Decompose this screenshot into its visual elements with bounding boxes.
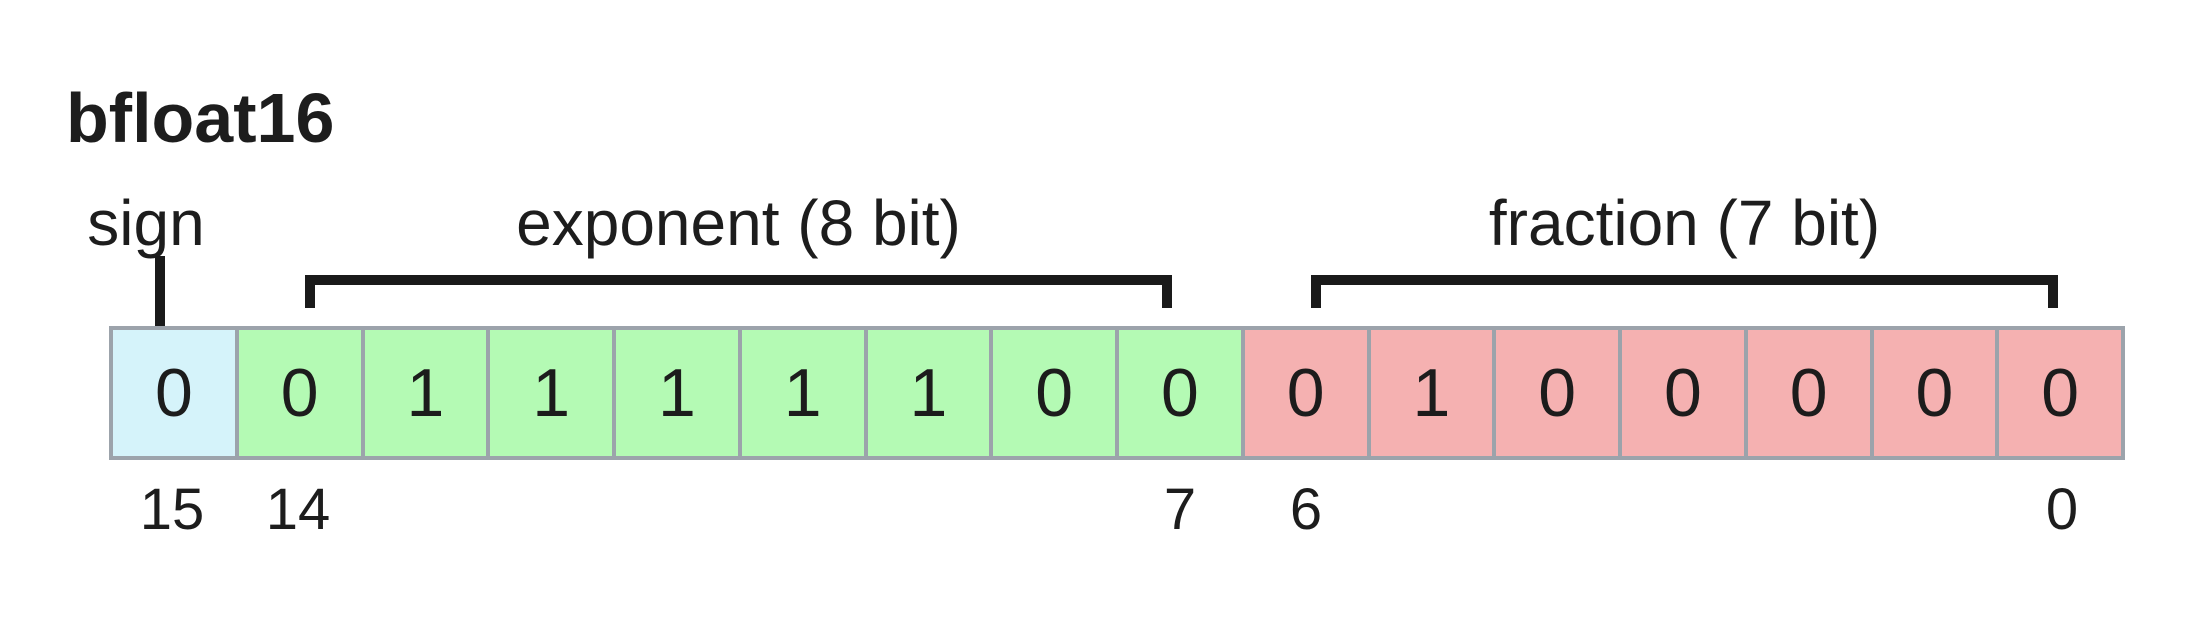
bit-cell-exponent: 0: [1115, 330, 1241, 456]
sign-field-label: sign: [87, 187, 205, 259]
bit-index-label: 7: [1163, 477, 1197, 542]
bit-cell-sign: 0: [113, 330, 235, 456]
bit-cell-exponent: 1: [360, 330, 487, 456]
bit-cell-fraction: 0: [1743, 330, 1870, 456]
bit-index-label: 15: [139, 477, 205, 542]
bit-cell-exponent: 1: [863, 330, 990, 456]
bit-cell-fraction: 1: [1366, 330, 1493, 456]
bit-cell-fraction: 0: [1492, 330, 1618, 456]
bit-index-label: 6: [1289, 477, 1323, 542]
exponent-field-label: exponent (8 bit): [516, 187, 961, 259]
diagram-title: bfloat16: [66, 79, 335, 157]
bit-cell-fraction: 0: [1995, 330, 2121, 456]
bit-cell-fraction: 0: [1618, 330, 1744, 456]
bit-cell-exponent: 0: [234, 330, 361, 456]
bit-cell-fraction: 0: [1240, 330, 1367, 456]
bit-cell-exponent: 1: [612, 330, 738, 456]
exponent-bracket: [305, 275, 1172, 308]
bit-index-row: 15 14 7 6 0: [109, 476, 2125, 542]
sign-pointer-line: [155, 256, 165, 326]
fraction-bracket: [1311, 275, 2058, 308]
fraction-field-label: fraction (7 bit): [1488, 187, 1881, 259]
bit-index-label: 0: [2045, 477, 2079, 542]
bit-cell-fraction: 0: [1869, 330, 1996, 456]
bit-cell-exponent: 1: [486, 330, 612, 456]
bit-index-label: 14: [265, 477, 331, 542]
bit-cell-exponent: 1: [737, 330, 864, 456]
bit-cell-exponent: 0: [989, 330, 1115, 456]
